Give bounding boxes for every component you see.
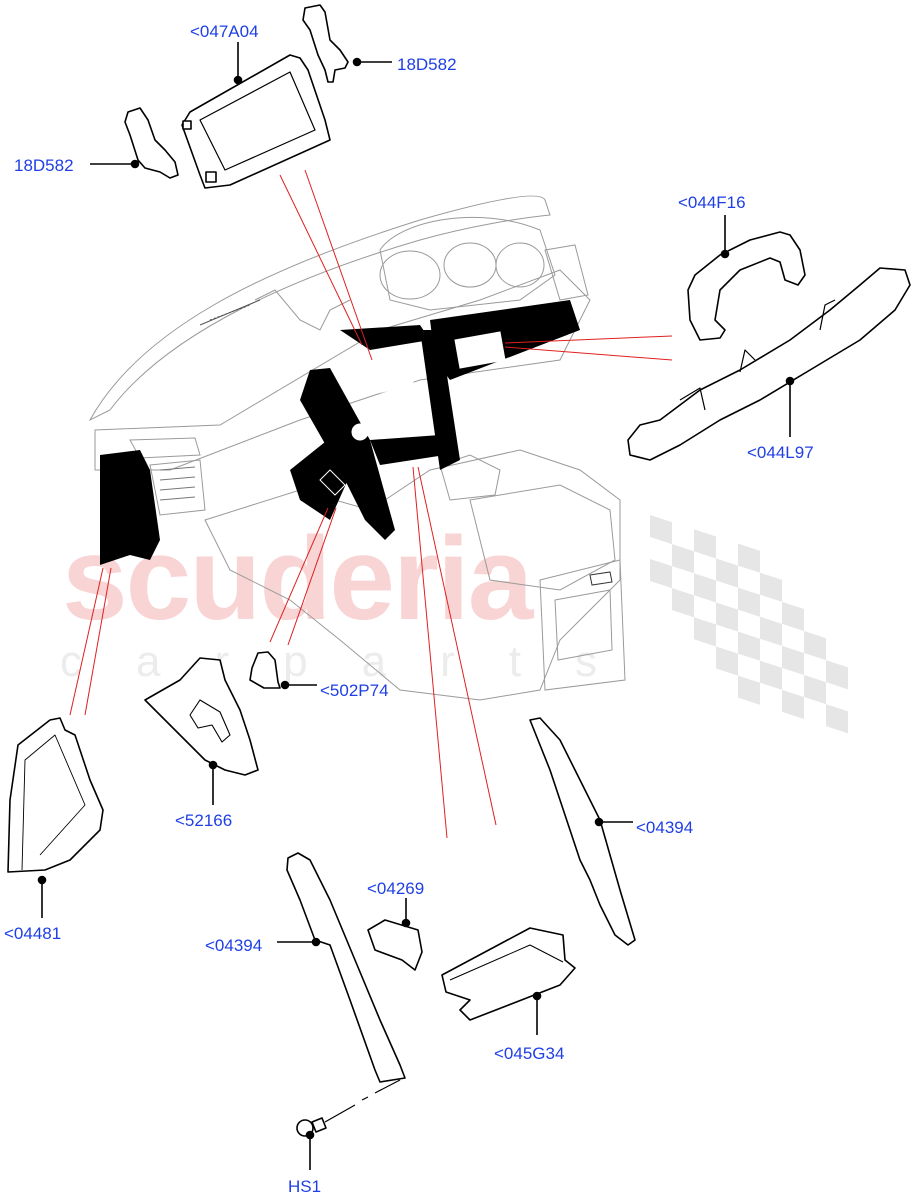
callout-HS1[interactable]: HS1 xyxy=(288,1177,322,1196)
part-52166-console-side-trim xyxy=(144,657,259,776)
callout-045G34[interactable]: <045G34 xyxy=(494,1044,565,1063)
callout-044F16[interactable]: <044F16 xyxy=(678,193,746,212)
callout-52166[interactable]: <52166 xyxy=(175,811,233,830)
part-047A04-display-bezel xyxy=(181,54,331,189)
part-04481-side-trim-panel xyxy=(7,717,104,873)
part-04394-right-trim-strip xyxy=(529,717,636,946)
callout-18D582-lower[interactable]: 18D582 xyxy=(14,156,74,175)
part-18D582-upper-bracket xyxy=(302,4,349,83)
callout-044L97[interactable]: <044L97 xyxy=(747,443,814,462)
callout-04394-right[interactable]: <04394 xyxy=(636,818,694,837)
part-502P74-switch xyxy=(249,651,281,689)
callout-04269[interactable]: <04269 xyxy=(367,879,425,898)
part-04394-left-trim-strip xyxy=(286,852,406,1083)
callout-04481[interactable]: <04481 xyxy=(4,924,62,943)
part-04269-clip xyxy=(367,919,423,971)
part-044F16-instrument-cowl xyxy=(687,231,806,341)
part-045G34-storage-tray xyxy=(441,927,576,1021)
callout-leaders xyxy=(37,42,795,1170)
part-044L97-lower-panel xyxy=(627,267,911,461)
callout-047A04[interactable]: <047A04 xyxy=(190,22,259,41)
callout-18D582-upper[interactable]: 18D582 xyxy=(397,55,457,74)
leader-lines xyxy=(69,169,673,839)
callout-502P74[interactable]: <502P74 xyxy=(320,681,389,700)
part-18D582-lower-bracket xyxy=(124,107,179,179)
watermark-carparts: carparts xyxy=(60,637,651,686)
highlighted-centre-stack xyxy=(100,300,580,565)
callout-04394-left[interactable]: <04394 xyxy=(205,936,263,955)
